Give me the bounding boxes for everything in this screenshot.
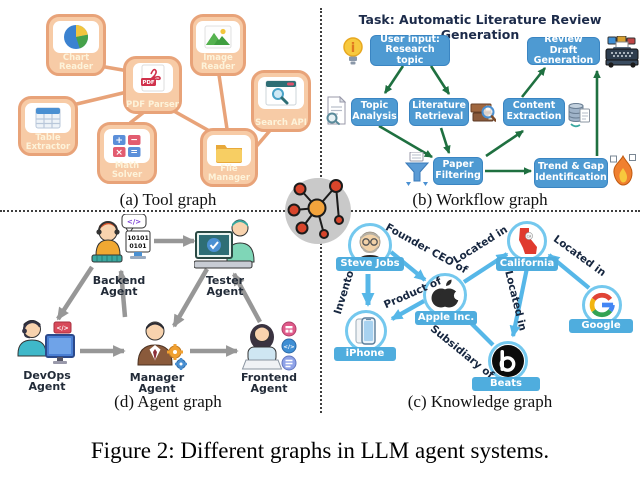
entity-label-iphone: iPhone: [334, 347, 396, 361]
workflow-node-literature-retrieval: Literature Retrieval: [409, 98, 469, 126]
svg-text:−: −: [130, 136, 138, 146]
workflow-node-content-extraction: Content Extraction: [503, 98, 565, 126]
flame-icon: [610, 154, 636, 186]
tester-agent-icon: [194, 214, 256, 274]
entity-california: CA: [507, 221, 547, 261]
tool-label: Search API: [255, 118, 307, 128]
figure-caption: Figure 2: Different graphs in LLM agent …: [90, 438, 550, 463]
tool-node-pdf-parser: PDF PDF Parser: [123, 56, 182, 114]
tool-label: Chart Reader: [58, 53, 94, 72]
folder-icon: [207, 135, 251, 166]
workflow-node-user-input: User input: Research topic: [370, 34, 450, 66]
entity-label-steve-jobs: Steve Jobs: [336, 257, 404, 271]
funnel-filter-icon: [402, 152, 432, 188]
workflow-node-review-draft: Review Draft Generation: [527, 34, 600, 66]
agent-label-backend: Backend Agent: [92, 274, 146, 299]
tool-node-chart-reader: Chart Reader: [46, 14, 106, 76]
pdf-badge-text: PDF: [142, 80, 155, 86]
tool-node-table-extractor: Table Extractor: [18, 96, 78, 156]
manager-agent-icon: [126, 318, 188, 374]
tool-label: File Manager: [207, 164, 251, 183]
tool-label: Image Reader: [200, 53, 236, 72]
entity-apple: [423, 273, 467, 317]
svg-text:CA: CA: [527, 234, 532, 238]
lightbulb-icon: i: [341, 36, 365, 68]
svg-text:0101: 0101: [129, 243, 146, 250]
beats-logo-icon: [492, 345, 524, 377]
caption-knowledge-graph: (c) Knowledge graph: [407, 392, 553, 411]
svg-text:</>: </>: [283, 345, 295, 351]
agent-label-tester: Tester Agent: [205, 274, 245, 299]
california-map-icon: CA: [519, 228, 537, 254]
entity-label-beats: Beats: [472, 377, 540, 391]
devops-agent-icon: </>: [16, 314, 78, 372]
books-magnifier-icon: [470, 99, 496, 127]
pdf-icon: PDF: [132, 63, 173, 93]
svg-text:i: i: [351, 41, 355, 56]
graph-hub-icon: [284, 177, 352, 245]
svg-text:10101: 10101: [127, 235, 149, 242]
entity-iphone: [345, 310, 387, 352]
typewriter-icon: [605, 36, 639, 68]
agent-arrows: [56, 235, 262, 357]
calculator-icon: + − × =: [104, 129, 150, 163]
entity-beats: [488, 341, 528, 381]
agent-label-manager: Manager Agent: [129, 371, 185, 396]
tool-label: Table Extractor: [25, 133, 71, 152]
workflow-task-title: Task: Automatic Literature Review Genera…: [358, 12, 602, 42]
tool-node-image-reader: Image Reader: [190, 14, 246, 76]
entity-label-google: Google: [569, 319, 633, 333]
tool-label: PDF Parser: [126, 100, 179, 110]
svg-text:</>: </>: [56, 325, 68, 332]
workflow-node-paper-filtering: Paper Filtering: [433, 157, 483, 185]
backend-agent-icon: </> 10101 0101: [86, 214, 152, 276]
tool-node-search-api: Search API: [251, 70, 311, 132]
entity-label-california: California: [496, 257, 558, 271]
document-analysis-icon: [321, 96, 349, 126]
svg-text:=: =: [130, 148, 138, 158]
tool-node-math-solver: + − × = Math Solver: [97, 122, 157, 184]
workflow-arrows: [378, 65, 601, 175]
iphone-icon: [355, 317, 376, 345]
agent-label-frontend: Frontend Agent: [240, 371, 298, 396]
workflow-node-topic-analysis: Topic Analysis: [351, 98, 398, 126]
tool-label: Math Solver: [111, 161, 143, 180]
tool-node-file-manager: File Manager: [200, 128, 258, 187]
image-icon: [196, 21, 240, 53]
svg-text:+: +: [115, 136, 123, 146]
entity-label-apple: Apple Inc.: [415, 311, 477, 325]
agent-label-devops: DevOps Agent: [23, 369, 71, 394]
apple-logo-icon: [431, 279, 462, 308]
database-doc-icon: [567, 100, 591, 128]
caption-workflow-graph: (b) Workflow graph: [412, 190, 548, 209]
workflow-node-trend-gap: Trend & Gap Identification: [534, 158, 608, 188]
svg-text:</>: </>: [127, 218, 141, 226]
caption-agent-graph: (d) Agent graph: [114, 392, 222, 411]
svg-text:×: ×: [115, 148, 123, 158]
caption-tool-graph: (a) Tool graph: [119, 190, 217, 209]
frontend-agent-icon: </>: [240, 320, 298, 372]
google-logo-icon: [589, 292, 615, 318]
search-icon: [258, 77, 304, 109]
table-icon: [25, 103, 71, 133]
pie-chart-icon: [53, 21, 99, 53]
